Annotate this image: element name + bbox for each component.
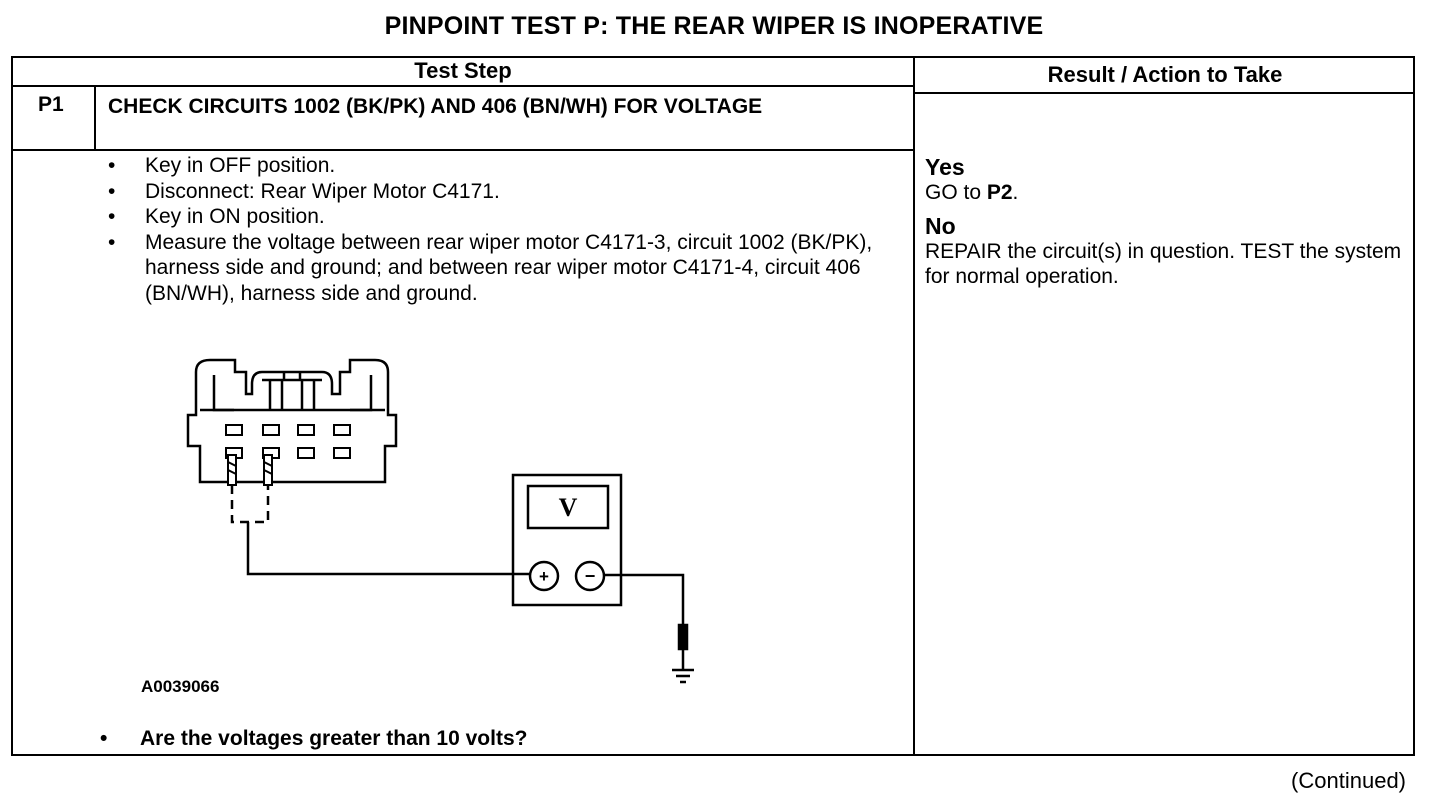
connector-body [186, 358, 398, 484]
terminal [297, 424, 315, 436]
voltmeter-display [526, 484, 610, 530]
bullet-icon: • [100, 727, 108, 750]
bullet-icon: • [108, 230, 116, 254]
voltmeter-body [511, 473, 623, 607]
header-divider-right [915, 92, 1415, 94]
column-header-result: Result / Action to Take [1047, 62, 1283, 87]
negative-lead [604, 573, 685, 625]
bullet-icon: • [108, 154, 116, 177]
pinpoint-test-table [11, 56, 1415, 756]
terminal [333, 447, 351, 459]
page-title: PINPOINT TEST P: THE REAR WIPER IS INOPE… [384, 12, 1044, 40]
column-divider [913, 56, 915, 756]
step-question: •Are the voltages greater than 10 volts? [100, 727, 528, 750]
step-instructions: •Key in OFF position. •Disconnect: Rear … [104, 153, 904, 306]
ground-symbol-icon [672, 668, 694, 684]
negative-terminal-label: − [585, 566, 596, 586]
bullet-icon: • [108, 205, 116, 228]
result-action: Yes GO to P2. No REPAIR the circuit(s) i… [925, 155, 1405, 289]
ground-probe [677, 623, 689, 651]
step-id-divider [94, 85, 96, 151]
result-yes-action: GO to P2. [925, 181, 1019, 204]
column-header-test-step: Test Step [414, 58, 512, 83]
terminal [333, 424, 351, 436]
terminal [297, 447, 315, 459]
voltmeter-display-text: V [559, 493, 578, 522]
positive-lead [246, 522, 530, 576]
terminal [262, 424, 280, 436]
probe-lead-dashed [230, 485, 270, 524]
result-no-action: REPAIR the circuit(s) in question. TEST … [925, 240, 1402, 288]
step-title: CHECK CIRCUITS 1002 (BK/PK) AND 406 (BN/… [108, 95, 763, 118]
instruction-item: •Measure the voltage between rear wiper … [108, 230, 873, 305]
terminal [225, 424, 243, 436]
bullet-icon: • [108, 179, 116, 203]
positive-terminal [528, 560, 560, 592]
instruction-item: •Key in ON position. [108, 205, 325, 228]
continued-note: (Continued) [1291, 768, 1406, 793]
header-divider [11, 85, 913, 87]
instruction-item: •Disconnect: Rear Wiper Motor C4171. [108, 179, 500, 203]
instruction-item: •Key in OFF position. [108, 154, 336, 177]
result-no-label: No [925, 213, 956, 239]
step-id: P1 [38, 93, 64, 116]
figure-id: A0039066 [141, 677, 220, 696]
step-title-divider [11, 149, 913, 151]
positive-terminal-label: + [539, 567, 549, 586]
goto-step-link: P2 [986, 181, 1013, 204]
result-yes-label: Yes [925, 154, 965, 180]
